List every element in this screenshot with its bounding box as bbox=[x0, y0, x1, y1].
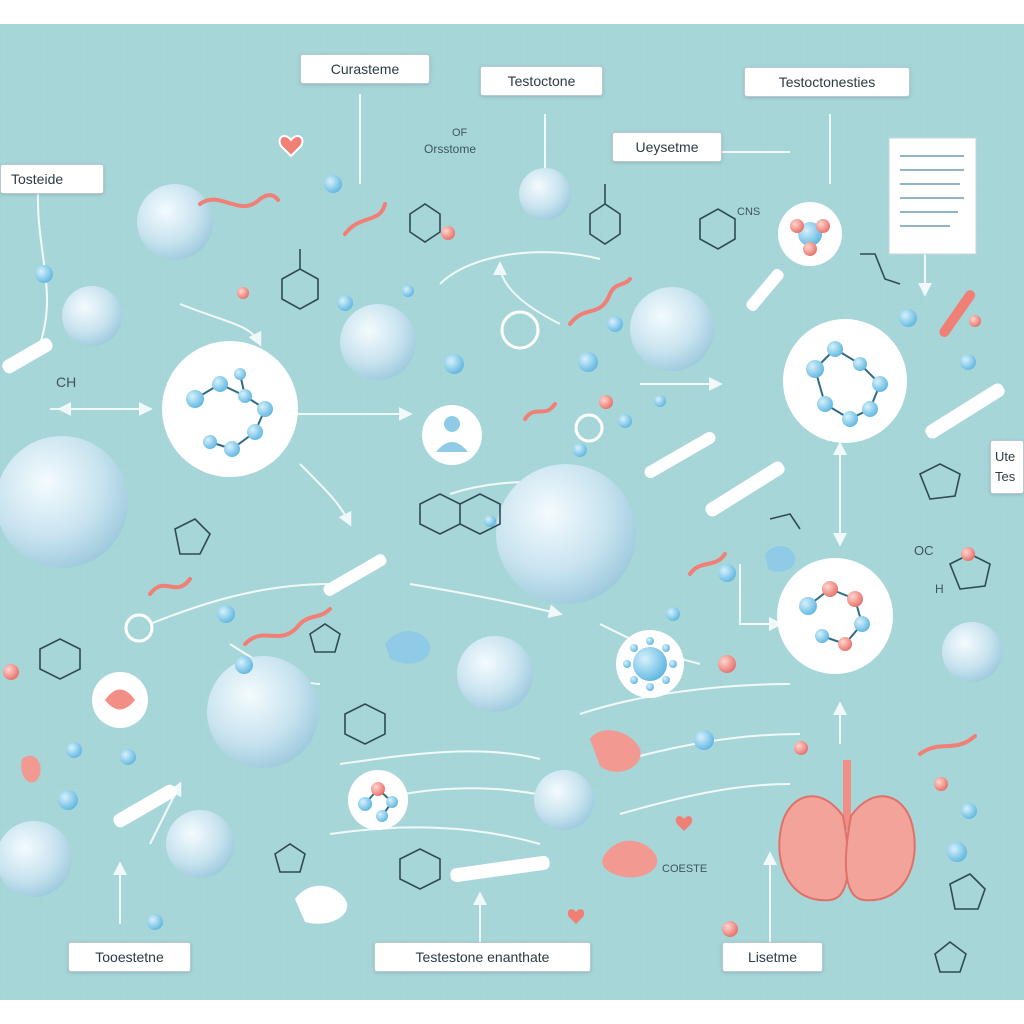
label-ueysetme: Ueysetme bbox=[612, 132, 722, 162]
label-lisetme: Lisetme bbox=[722, 942, 823, 972]
gland-panel bbox=[92, 672, 148, 728]
molecule-panel bbox=[348, 770, 408, 830]
molecule-panel bbox=[778, 202, 842, 266]
cell bbox=[942, 622, 1002, 682]
cell bbox=[496, 464, 636, 604]
ring-shapes bbox=[124, 310, 604, 643]
virus-panel bbox=[616, 630, 684, 698]
cell bbox=[519, 168, 571, 220]
label-curasteme: Curasteme bbox=[300, 54, 430, 84]
heart-icon bbox=[675, 816, 693, 831]
annotation-orsstome: Orsstome bbox=[424, 142, 477, 156]
chemical-structures bbox=[39, 184, 991, 973]
cell bbox=[534, 770, 594, 830]
heart-icon bbox=[278, 135, 304, 158]
heart-icon bbox=[567, 909, 585, 924]
molecule-panel bbox=[783, 319, 907, 443]
cell bbox=[340, 304, 416, 380]
cells bbox=[0, 168, 1002, 897]
floating-nodes bbox=[3, 175, 981, 937]
annotation-of: OF bbox=[452, 127, 468, 139]
label-testoctonesties: Testoctonesties bbox=[744, 67, 910, 97]
label-tosteide: Tosteide bbox=[0, 164, 104, 194]
molecule-panels bbox=[92, 202, 907, 830]
annotation-oc: OC bbox=[914, 543, 934, 558]
label-testestone-enanthate: Testestone enanthate bbox=[374, 942, 591, 972]
cell bbox=[62, 286, 122, 346]
syringes bbox=[2, 269, 1005, 883]
document-sheet-icon bbox=[888, 137, 977, 255]
cell bbox=[630, 287, 714, 371]
molecule-panel bbox=[162, 341, 298, 477]
annotation-ch: CH bbox=[56, 374, 77, 390]
annotation-cns: CNS bbox=[737, 206, 761, 218]
label-tooestetne: Tooestetne bbox=[68, 942, 191, 972]
hearts bbox=[278, 135, 693, 924]
cell bbox=[207, 656, 319, 768]
cell bbox=[166, 810, 234, 878]
organs bbox=[21, 545, 796, 924]
person-panel bbox=[422, 405, 482, 465]
cell bbox=[0, 436, 128, 568]
label-testoctone: Testoctone bbox=[480, 66, 603, 96]
cell bbox=[0, 821, 72, 897]
testosterone-diagram bbox=[0, 24, 1024, 1000]
lungs-icon bbox=[778, 760, 916, 902]
cell bbox=[457, 636, 533, 712]
molecule-panel bbox=[777, 558, 893, 674]
accent-squiggles bbox=[148, 193, 977, 756]
label-ute-tes: Ute Tes bbox=[990, 440, 1024, 494]
cell bbox=[137, 184, 213, 260]
annotation-coeste: COESTE bbox=[662, 863, 708, 875]
annotation-h: H bbox=[935, 582, 944, 596]
